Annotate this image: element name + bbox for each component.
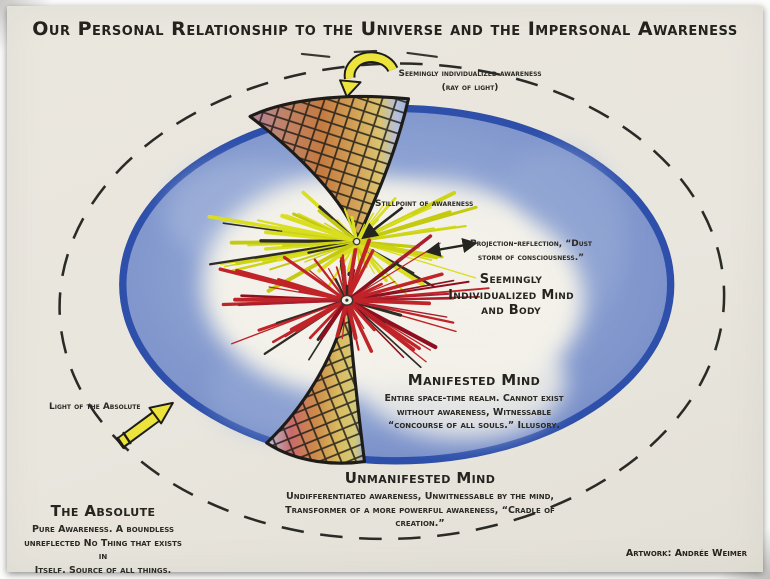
the-absolute-section: The Absolute Pure Awareness. A boundless… [19,503,187,577]
manifested-line3: “concourse of all souls.” Illusory. [387,420,561,431]
bottom-funnel [265,298,367,465]
individualized-line1: Seemingly [479,272,543,287]
poster: Our Personal Relationship to the Univers… [7,6,763,576]
ray-label-line2: (ray of light) [441,83,499,93]
individualized-line2: Individualized Mind [448,287,574,303]
stillpoint-label: Stillpoint of awareness [375,199,474,209]
manifested-body: Entire space-time realm. Cannot exist wi… [368,392,580,433]
manifested-line2: without awareness, Witnessable [396,406,552,418]
artwork-credit: Artwork: Andrée Weimer [625,548,747,559]
ray-of-light-label: Seemingly individualized awareness (ray … [360,67,580,95]
absolute-line3: Itself. Source of all things. [34,564,172,576]
absolute-body: Pure Awareness. A boundless unreflected … [19,523,187,577]
projection-arrow-icon [425,237,478,257]
absolute-line1: Pure Awareness. A boundless [31,524,175,535]
red-starburst [218,234,490,369]
top-funnel [248,94,411,241]
unmanifested-heading: Unmanifested Mind [344,469,496,487]
unmanifested-line2: Transformer of a more powerful awareness… [285,504,555,530]
projection-line2: storm of consciousness.” [477,253,585,263]
yellow-starburst [207,190,478,296]
manifested-line1: Entire space-time realm. Cannot exist [384,393,564,404]
stillpoint-core [340,237,361,306]
individualized-mind-heading: Seemingly Individualized Mind and Body [419,272,603,319]
individualized-line3: and Body [481,303,541,318]
manifested-heading: Manifested Mind [407,371,541,389]
page-title: Our Personal Relationship to the Univers… [32,18,738,40]
manifested-mind-section: Manifested Mind Entire space-time realm.… [368,372,580,433]
unmanifested-mind-section: Unmanifested Mind Undifferentiated aware… [259,470,581,531]
projection-line1: Projection-reflection, “Dust [469,239,593,249]
title-underline-marks [300,49,438,58]
artwork-canvas [58,49,726,541]
absolute-heading: The Absolute [50,502,156,520]
light-arrow-icon [115,401,174,450]
absolute-line2: unreflected No Thing that exists in [24,537,182,563]
unmanifested-line1: Undifferentiated awareness, Unwitnessabl… [286,491,554,502]
stillpoint-pointer-line [361,206,404,240]
unmanifested-body: Undifferentiated awareness, Unwitnessabl… [259,490,581,531]
ray-label-line1: Seemingly individualized awareness [398,69,542,79]
projection-reflection-label: Projection-reflection, “Dust storm of co… [451,237,611,265]
curved-arrow-icon [339,51,399,98]
light-of-absolute-label: Light of the Absolute [49,402,141,412]
